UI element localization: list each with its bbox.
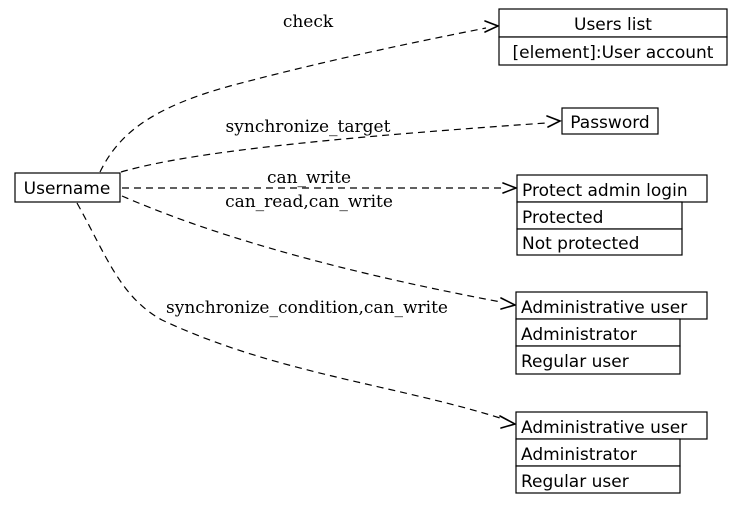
edge-synchronize-condition-line	[121, 195, 502, 303]
edge-label-can-write: can_write	[267, 168, 351, 188]
edge-synchronize-target	[120, 115, 562, 173]
edge-to-administrative-user-2	[76, 202, 518, 429]
node-protect-admin-login-header-box	[516, 174, 708, 203]
node-administrative-user-2-header-box	[515, 411, 708, 440]
node-administrative-user-2-row-regular-user: Regular user	[521, 472, 629, 492]
node-protect-admin-login-title: Protect admin login	[522, 181, 688, 201]
node-administrative-user-2: Administrative user Administrator Regula…	[515, 411, 708, 494]
node-protect-admin-login: Protect admin login Protected Not protec…	[516, 174, 708, 256]
node-password-box	[561, 107, 659, 135]
edge-label-synchronize-condition-can-write: synchronize_condition,can_write	[166, 298, 448, 318]
node-administrative-user-2-row-administrator: Administrator	[521, 445, 637, 465]
node-administrative-user-2-title: Administrative user	[521, 418, 687, 438]
edge-synchronize-condition-arrowhead-icon	[500, 297, 518, 310]
edge-can-read-can-write	[122, 182, 519, 194]
node-password: Password	[561, 107, 659, 135]
node-users-list-title: Users list	[574, 15, 652, 35]
edge-can-read-can-write-arrowhead-icon	[502, 182, 519, 194]
edge-to-administrative-user-2-line	[76, 202, 501, 419]
edge-label-check: check	[283, 12, 334, 32]
node-users-list-row-box	[498, 36, 728, 66]
node-administrative-user-1-row-administrator: Administrator	[521, 325, 637, 345]
node-administrative-user-1-title: Administrative user	[521, 298, 687, 318]
node-password-title: Password	[570, 113, 649, 133]
edge-synchronize-target-arrowhead-icon	[546, 115, 562, 128]
edge-label-synchronize-target: synchronize_target	[226, 117, 391, 137]
node-users-list-header-box	[498, 8, 728, 38]
node-administrative-user-2-row-box	[515, 465, 681, 494]
node-username-label: Username	[24, 179, 111, 199]
node-username-box	[14, 172, 121, 203]
edge-check	[99, 20, 501, 173]
edge-label-can-read-can-write: can_read,can_write	[225, 192, 393, 212]
node-protect-admin-login-row-box	[516, 228, 683, 256]
edge-check-line	[99, 27, 487, 173]
node-users-list: Users list [element]:User account	[498, 8, 728, 66]
edge-synchronize-condition	[121, 195, 518, 310]
node-users-list-row: [element]:User account	[513, 43, 714, 63]
node-protect-admin-login-row-protected: Protected	[522, 208, 603, 228]
edge-to-administrative-user-2-arrowhead-icon	[499, 415, 518, 429]
node-administrative-user-1: Administrative user Administrator Regula…	[515, 291, 708, 375]
node-username: Username	[14, 172, 121, 203]
node-administrative-user-1-row-box	[515, 345, 681, 375]
edge-check-arrowhead-icon	[484, 20, 501, 33]
node-administrative-user-1-row-regular-user: Regular user	[521, 352, 629, 372]
node-administrative-user-1-header-box	[515, 291, 708, 320]
edge-synchronize-target-line	[120, 122, 547, 173]
node-protect-admin-login-row-not-protected: Not protected	[522, 234, 639, 254]
node-protect-admin-login-row-box	[516, 201, 683, 230]
